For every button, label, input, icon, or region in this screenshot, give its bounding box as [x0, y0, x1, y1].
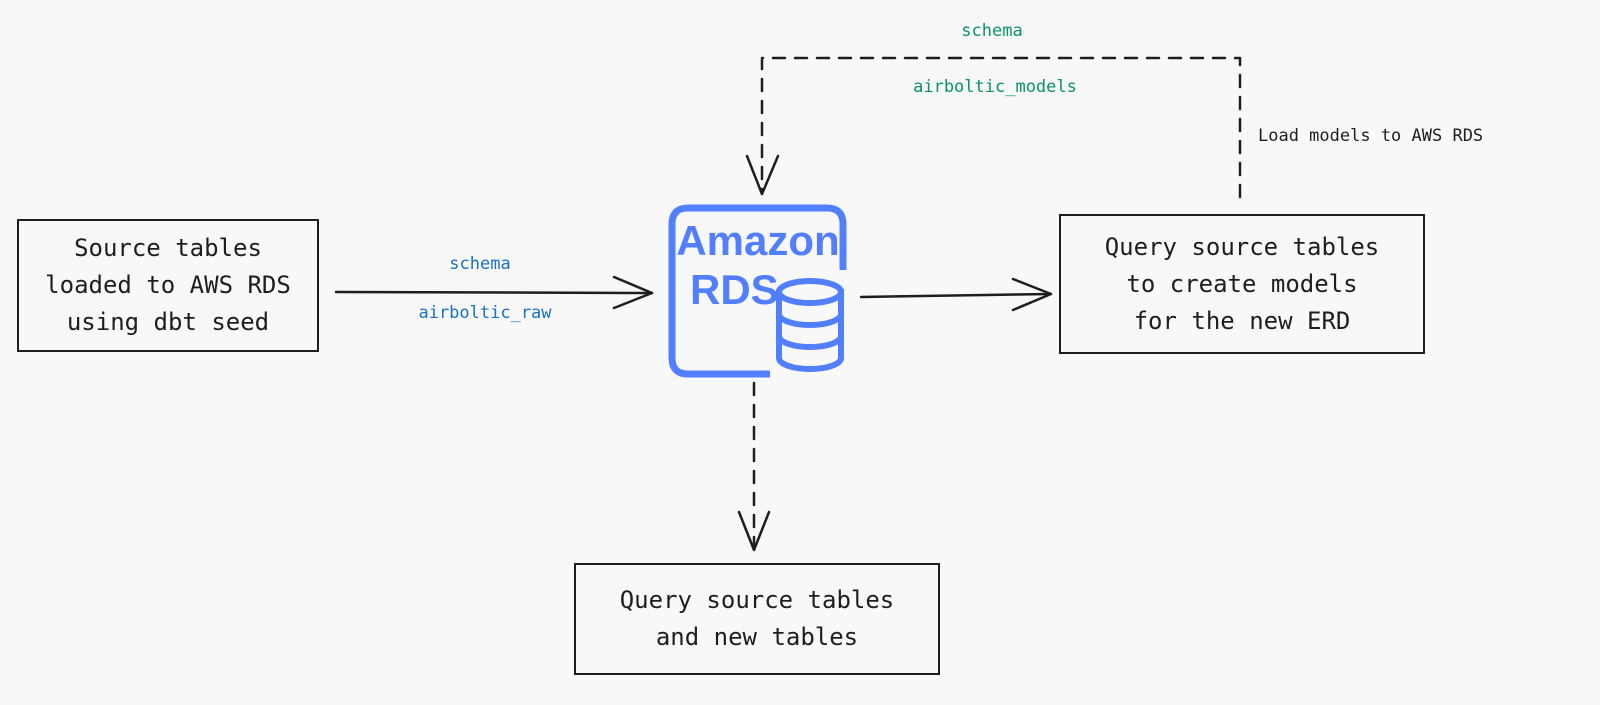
raw-schema-name: airboltic_raw: [418, 303, 552, 323]
source-tables-text: Source tables loaded to AWS RDS using db…: [45, 234, 291, 336]
query-tables-text: Query source tables and new tables: [619, 586, 895, 651]
create-models-box: Query source tables to create models for…: [1059, 214, 1425, 354]
models-schema-label: schema: [961, 21, 1023, 41]
load-models-label: Load models to AWS RDS: [1258, 126, 1484, 146]
query-tables-box: Query source tables and new tables: [574, 563, 940, 675]
rds-logo-title: Amazon: [676, 217, 839, 264]
arrow-models-to-rds: [745, 56, 1242, 199]
raw-schema-label: schema: [449, 254, 511, 274]
rds-logo-subtitle: RDS: [690, 266, 779, 313]
arrow-source-to-rds: [334, 275, 654, 310]
amazon-rds-icon: Amazon RDS: [668, 204, 847, 378]
models-schema-name: airboltic_models: [913, 77, 1077, 97]
arrow-rds-to-query: [737, 381, 771, 552]
create-models-text: Query source tables to create models for…: [1104, 232, 1380, 335]
source-tables-box: Source tables loaded to AWS RDS using db…: [17, 219, 319, 352]
database-icon: [776, 278, 844, 372]
arrow-rds-to-models: [859, 277, 1053, 312]
